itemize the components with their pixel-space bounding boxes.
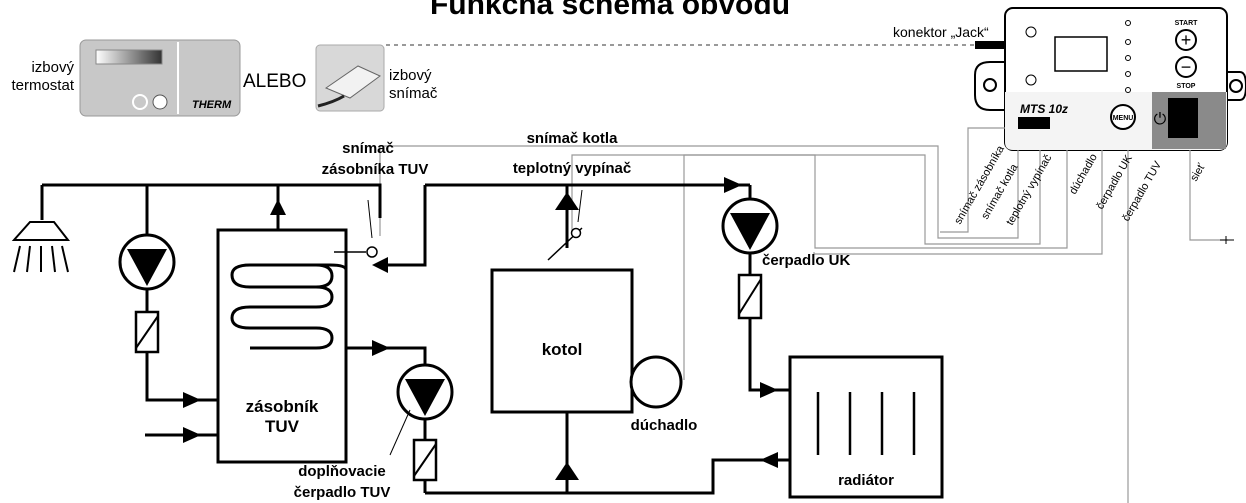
pipes xyxy=(40,183,790,495)
boiler-sensor-label-2: teplotný vypínač xyxy=(513,160,631,177)
radiator-label: radiátor xyxy=(838,472,894,489)
room-sensor-device xyxy=(315,44,385,112)
settings-icon xyxy=(1025,74,1037,86)
tank-sensor-label-1: snímač xyxy=(342,140,394,157)
blower xyxy=(629,355,683,409)
tank-label-1: zásobník xyxy=(246,397,319,416)
tank-sensor-label-2: zásobníka TUV xyxy=(322,161,429,178)
circulation-pump-label-2: čerpadlo TUV xyxy=(294,484,391,501)
thermostat-label-2: termostat xyxy=(11,77,74,94)
boiler-sensor xyxy=(547,189,583,261)
terminal-label-mains: sieť xyxy=(1188,161,1208,184)
terminal-label-blower: dúchadlo xyxy=(1067,152,1100,197)
jack-label: konektor „Jack“ xyxy=(893,24,989,40)
circulation-pump xyxy=(389,363,454,482)
minus-symbol: − xyxy=(1181,57,1192,77)
boiler-label: kotol xyxy=(542,340,583,359)
signal-wires xyxy=(379,127,1228,503)
tank-sensor xyxy=(334,199,378,258)
stop-minus-button[interactable] xyxy=(1175,56,1197,78)
dhw-tank xyxy=(216,228,348,464)
stop-label: STOP xyxy=(1177,83,1196,90)
signal-icon xyxy=(1025,26,1037,38)
room-sensor-label-1: izbový xyxy=(389,67,432,84)
status-leds xyxy=(1125,20,1131,93)
dhw-pump xyxy=(118,233,176,354)
radiator xyxy=(788,355,944,499)
shower-head xyxy=(11,221,71,273)
power-icon xyxy=(132,94,148,110)
tank-label-2: TUV xyxy=(265,417,300,436)
page-title: Funkčná schéma obvodu xyxy=(430,0,790,21)
controller-model: MTS 10z xyxy=(1020,102,1068,116)
jack-plug xyxy=(975,41,1007,49)
menu-button-label: MENU xyxy=(1113,115,1134,122)
boiler-sensor-label-1: snímač kotla xyxy=(527,130,619,147)
alternative-word: ALEBO xyxy=(243,71,306,92)
room-sensor-label-2: snímač xyxy=(389,85,438,102)
start-plus-button[interactable] xyxy=(1175,29,1197,51)
start-label: START xyxy=(1175,20,1199,27)
circulation-pump-label-1: doplňovacie xyxy=(298,463,386,480)
thermostat-label-1: izbový xyxy=(31,59,74,76)
room-thermostat-device: THERM xyxy=(79,39,241,117)
menu-button-icon xyxy=(152,94,168,110)
controller-unit: + − START STOP MENU ⏻ MTS 10z TMK xyxy=(974,7,1246,151)
thermostat-brand: THERM xyxy=(192,99,232,111)
ch-pump-label: čerpadlo UK xyxy=(762,252,851,269)
flow-arrows xyxy=(183,177,778,480)
controller-brand: TMK xyxy=(1023,119,1045,130)
blower-label: dúchadlo xyxy=(631,417,698,434)
boiler xyxy=(490,268,634,414)
menu-button[interactable] xyxy=(1110,104,1136,130)
power-button-icon[interactable]: ⏻ xyxy=(1154,111,1167,128)
ch-pump xyxy=(721,197,779,320)
mains-plug xyxy=(1220,236,1234,244)
plus-symbol: + xyxy=(1181,30,1192,50)
